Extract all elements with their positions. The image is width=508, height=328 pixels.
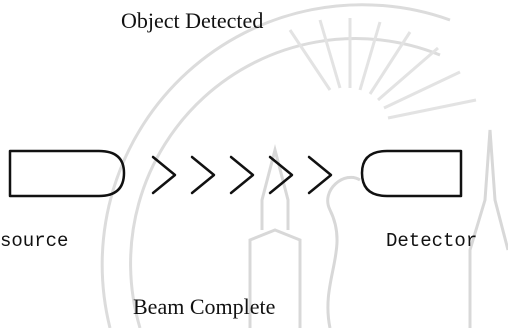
- source-shape: [8, 149, 126, 198]
- detector-label: Detector: [386, 230, 478, 252]
- beam-chevron: [268, 155, 294, 195]
- object-detected-caption: Object Detected: [121, 8, 264, 33]
- detector-shape: [360, 149, 463, 198]
- beam-complete-caption: Beam Complete: [133, 294, 276, 319]
- beam-chevron: [307, 155, 333, 195]
- beam-chevron: [190, 155, 216, 195]
- beam-chevron: [229, 155, 255, 195]
- beam-chevrons: [151, 155, 333, 195]
- beam-chevron: [151, 155, 177, 195]
- source-label: source: [0, 230, 69, 252]
